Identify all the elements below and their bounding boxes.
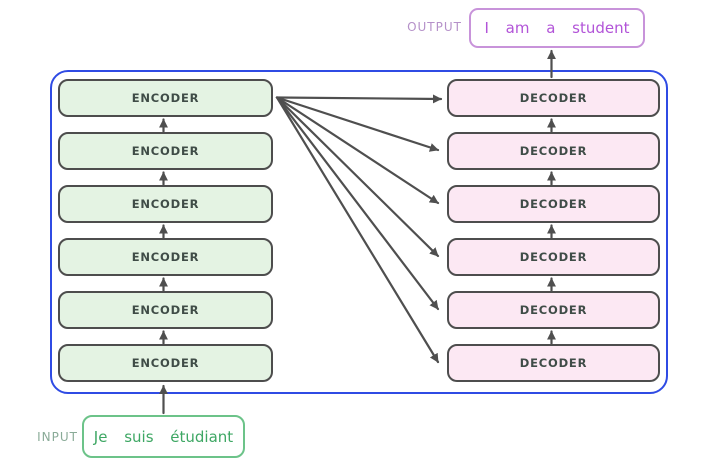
decoder-box: DECODER bbox=[447, 291, 660, 329]
encoder-box: ENCODER bbox=[58, 344, 273, 382]
encoder-box-label: ENCODER bbox=[131, 91, 200, 105]
input-label: INPUT bbox=[37, 430, 78, 444]
decoder-box: DECODER bbox=[447, 79, 660, 117]
decoder-box-label: DECODER bbox=[519, 144, 588, 158]
input-sentence: Je suis étudiant bbox=[93, 427, 234, 446]
encoder-box-label: ENCODER bbox=[131, 197, 200, 211]
decoder-box-label: DECODER bbox=[519, 356, 588, 370]
decoder-box-label: DECODER bbox=[519, 197, 588, 211]
decoder-box-label: DECODER bbox=[519, 91, 588, 105]
encoder-box: ENCODER bbox=[58, 291, 273, 329]
decoder-box: DECODER bbox=[447, 344, 660, 382]
encoder-box: ENCODER bbox=[58, 238, 273, 276]
encoder-box-label: ENCODER bbox=[131, 250, 200, 264]
encoder-box: ENCODER bbox=[58, 79, 273, 117]
encoder-box-label: ENCODER bbox=[131, 144, 200, 158]
encoder-box: ENCODER bbox=[58, 132, 273, 170]
decoder-box: DECODER bbox=[447, 185, 660, 223]
output-sentence-box: I am a student bbox=[469, 8, 645, 48]
encoder-box-label: ENCODER bbox=[131, 303, 200, 317]
output-sentence: I am a student bbox=[484, 19, 630, 37]
encoder-box: ENCODER bbox=[58, 185, 273, 223]
decoder-box: DECODER bbox=[447, 132, 660, 170]
decoder-box-label: DECODER bbox=[519, 250, 588, 264]
input-sentence-box: Je suis étudiant bbox=[82, 415, 245, 458]
decoder-box: DECODER bbox=[447, 238, 660, 276]
decoder-box-label: DECODER bbox=[519, 303, 588, 317]
encoder-box-label: ENCODER bbox=[131, 356, 200, 370]
output-label: OUTPUT bbox=[407, 20, 462, 34]
